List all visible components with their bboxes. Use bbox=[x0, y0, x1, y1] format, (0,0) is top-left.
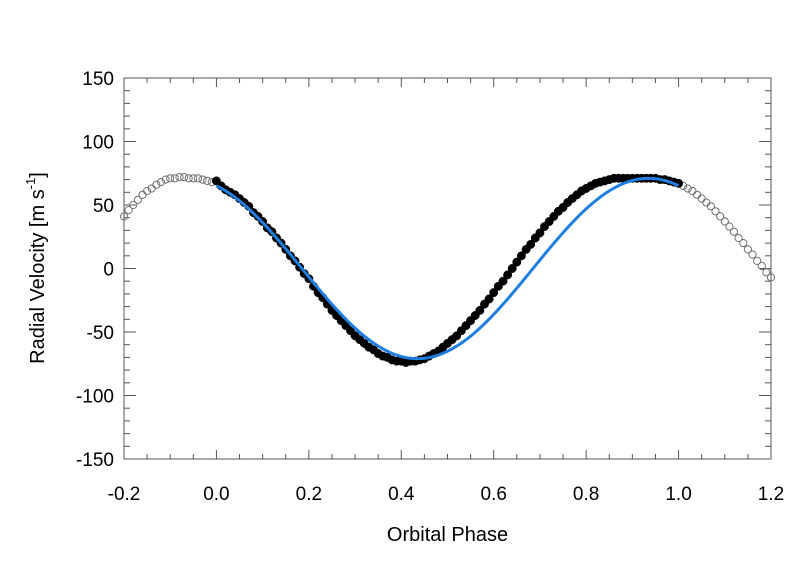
data-point-open bbox=[697, 194, 706, 203]
y-axis-label-superscript: -1 bbox=[23, 178, 38, 190]
y-tick-label: -50 bbox=[87, 323, 114, 344]
data-point-open bbox=[203, 176, 212, 185]
data-point-open bbox=[143, 186, 152, 196]
data-point-open bbox=[748, 250, 757, 259]
data-point-open bbox=[702, 198, 711, 207]
data-point-open bbox=[180, 173, 189, 182]
data-point-filled bbox=[503, 270, 513, 280]
data-point-open bbox=[170, 174, 179, 183]
data-point-filled bbox=[507, 264, 517, 273]
x-tick-label: -0.2 bbox=[108, 484, 141, 505]
data-point-filled bbox=[512, 257, 522, 267]
y-axis-label-close: ] bbox=[27, 172, 49, 178]
axis-ticks bbox=[123, 77, 772, 460]
data-point-open bbox=[739, 239, 748, 248]
data-point-open bbox=[693, 190, 702, 199]
y-tick-label: 100 bbox=[82, 133, 114, 154]
data-point-filled bbox=[526, 239, 536, 249]
data-point-open bbox=[198, 175, 207, 184]
data-point-open bbox=[138, 190, 147, 199]
x-tick-label: 1.2 bbox=[758, 484, 784, 505]
data-point-open bbox=[189, 174, 198, 183]
data-point-filled bbox=[484, 294, 494, 304]
x-tick-label: 0.0 bbox=[203, 484, 229, 505]
data-point-open bbox=[193, 174, 202, 183]
data-point-open bbox=[729, 227, 739, 236]
open-circle-points bbox=[119, 173, 776, 282]
x-tick-labels: -0.2 0.0 0.2 0.4 0.6 0.8 1.0 1.2 bbox=[108, 484, 785, 505]
data-point-open bbox=[175, 173, 184, 182]
data-point-filled bbox=[489, 288, 499, 298]
y-tick-label: 50 bbox=[93, 196, 114, 217]
data-point-open bbox=[156, 178, 166, 187]
y-tick-label: -100 bbox=[76, 387, 114, 408]
data-point-open bbox=[753, 256, 762, 265]
data-point-filled bbox=[516, 251, 526, 261]
data-point-open bbox=[129, 200, 138, 210]
data-point-open bbox=[166, 174, 175, 183]
filled-circle-points bbox=[211, 173, 684, 367]
data-point-open bbox=[725, 222, 734, 231]
x-tick-label: 0.6 bbox=[481, 484, 507, 505]
data-point-open bbox=[734, 233, 743, 243]
data-point-open bbox=[706, 202, 716, 211]
x-tick-label: 0.8 bbox=[573, 484, 599, 505]
data-point-open bbox=[119, 212, 129, 221]
data-point-filled bbox=[498, 276, 508, 286]
data-point-open bbox=[762, 268, 771, 277]
y-tick-label: -150 bbox=[76, 450, 114, 471]
y-tick-label: 0 bbox=[103, 260, 114, 281]
y-axis-label: Radial Velocity [m s-1] bbox=[23, 172, 49, 364]
plot-frame bbox=[123, 77, 772, 460]
y-tick-labels: 150 100 50 0 -50 -100 -150 bbox=[76, 69, 114, 471]
data-point-open bbox=[766, 273, 776, 282]
data-point-filled bbox=[535, 228, 545, 238]
data-point-open bbox=[757, 261, 766, 271]
data-point-open bbox=[133, 195, 142, 204]
model-curve bbox=[215, 176, 680, 361]
data-point-open bbox=[683, 184, 692, 193]
y-axis-label-main: Radial Velocity [m s bbox=[27, 189, 49, 364]
data-point-open bbox=[184, 174, 193, 183]
x-tick-label: 0.2 bbox=[296, 484, 322, 505]
x-tick-label: 0.4 bbox=[388, 484, 415, 505]
x-axis-label: Orbital Phase bbox=[387, 524, 508, 546]
data-point-filled bbox=[475, 305, 485, 315]
data-point-open bbox=[161, 175, 170, 184]
x-tick-label: 1.0 bbox=[665, 484, 691, 505]
data-point-open bbox=[720, 217, 729, 226]
data-point-open bbox=[711, 207, 720, 216]
y-tick-label: 150 bbox=[82, 69, 114, 90]
data-point-open bbox=[716, 212, 725, 221]
data-point-open bbox=[743, 245, 753, 254]
data-point-open bbox=[124, 206, 133, 215]
data-point-open bbox=[152, 180, 161, 189]
